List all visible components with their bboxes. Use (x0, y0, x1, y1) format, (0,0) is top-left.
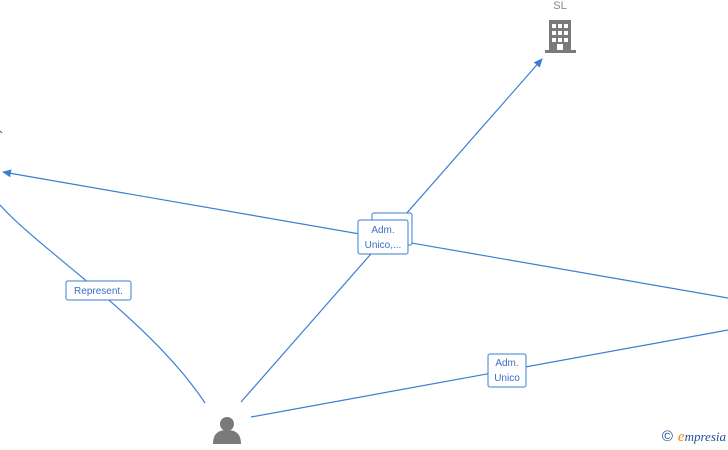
person-icon (213, 417, 241, 444)
company-label: SL (553, 0, 566, 12)
edge-label-adm-company-line2: Unico,... (365, 240, 402, 251)
company-node[interactable]: SL (545, 0, 576, 53)
empresia-logo: ©empresia (662, 428, 726, 446)
edge-represent (0, 204, 206, 404)
edge-label-adm-right[interactable]: Adm. Unico (487, 353, 527, 388)
building-icon (545, 20, 576, 53)
edge-label-represent-text: Represent. (74, 286, 123, 297)
edge-label-adm-right-line1: Adm. (495, 358, 518, 369)
edge-label-adm-company-line1: Adm. (371, 225, 394, 236)
person-node[interactable] (213, 417, 241, 444)
copyright-symbol: © (661, 428, 673, 445)
left-tick (0, 130, 3, 134)
edge-label-represent[interactable]: Represent. (65, 280, 132, 301)
edge-label-adm-right-line2: Unico (494, 373, 520, 384)
edge-label-adm-company[interactable]: Adm. Unico,... (357, 219, 409, 255)
logo-text: mpresia (684, 429, 726, 444)
logo-initial: e (677, 429, 685, 445)
